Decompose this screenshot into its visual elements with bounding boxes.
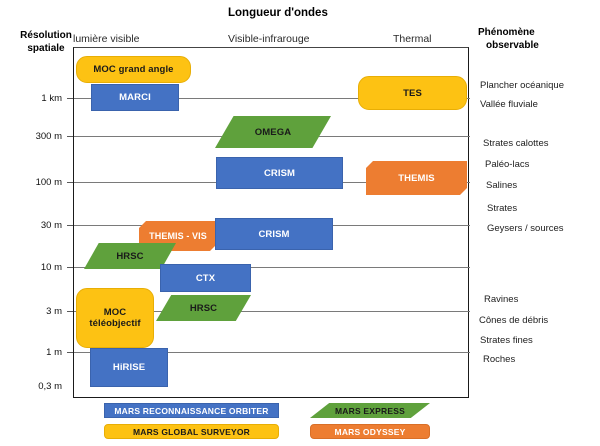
instrument-label: HiRISE bbox=[112, 362, 146, 373]
legend-label: MARS GLOBAL SURVEYOR bbox=[132, 426, 251, 437]
phenomenon-strates: Strates bbox=[487, 203, 518, 214]
instrument-themis[interactable]: THEMIS bbox=[366, 161, 467, 195]
gridline-10m bbox=[74, 267, 470, 268]
instrument-label: THEMIS - VIS bbox=[149, 230, 207, 241]
y-tick-mark-300m bbox=[67, 136, 73, 137]
instrument-label: CTX bbox=[195, 272, 216, 284]
y-tick-mark-1km bbox=[67, 98, 73, 99]
instrument-moc-grand-angle[interactable]: MOC grand angle bbox=[76, 56, 191, 83]
phenomenon-strates-calottes: Strates calottes bbox=[483, 138, 549, 149]
column-header-visible-infrared: Visible-infrarouge bbox=[228, 33, 310, 45]
instrument-hirise[interactable]: HiRISE bbox=[90, 348, 168, 387]
legend-label: MARS ODYSSEY bbox=[334, 426, 406, 437]
phenomenon-ravines: Ravines bbox=[484, 294, 519, 305]
right-header-line2: observable bbox=[486, 40, 539, 51]
instrument-moc-teleobjectif[interactable]: MOC téléobjectif bbox=[76, 288, 154, 348]
instrument-omega[interactable]: OMEGA bbox=[215, 116, 331, 148]
gridline-1km bbox=[74, 98, 470, 99]
y-tick-label-30m: 30 m bbox=[40, 220, 62, 231]
gridline-1m bbox=[74, 352, 470, 353]
phenomenon-plancher-oceanique: Plancher océanique bbox=[480, 80, 564, 91]
instrument-hrsc-lower[interactable]: HRSC bbox=[156, 295, 251, 321]
phenomenon-roches: Roches bbox=[483, 354, 516, 365]
instrument-label-line2: téléobjectif bbox=[89, 318, 141, 329]
instrument-crism-lower[interactable]: CRISM bbox=[215, 218, 333, 250]
phenomenon-paleo-lacs: Paléo-lacs bbox=[485, 159, 530, 170]
y-tick-mark-10m bbox=[67, 267, 73, 268]
y-tick-label-300m: 300 m bbox=[35, 131, 62, 142]
phenomenon-cones-de-debris: Cônes de débris bbox=[479, 315, 549, 326]
y-tick-mark-30m bbox=[67, 225, 73, 226]
legend-item-mars-express[interactable]: MARS EXPRESS bbox=[310, 403, 430, 418]
right-header-line1: Phénomène bbox=[478, 27, 535, 38]
instrument-label: HRSC bbox=[116, 250, 144, 262]
instrument-label: THEMIS bbox=[398, 172, 435, 184]
instrument-tes[interactable]: TES bbox=[358, 76, 467, 110]
y-tick-mark-3m bbox=[67, 311, 73, 312]
instrument-crism-upper[interactable]: CRISM bbox=[216, 157, 343, 189]
instrument-label: CRISM bbox=[263, 167, 296, 179]
y-tick-label-3m: 3 m bbox=[46, 306, 62, 317]
y-axis-title-line1: Résolution bbox=[20, 30, 72, 41]
instrument-label: CRISM bbox=[258, 228, 290, 240]
instrument-label: MOC grand angle bbox=[93, 64, 174, 75]
instrument-label: OMEGA bbox=[254, 126, 292, 138]
instrument-label: TES bbox=[403, 87, 422, 99]
instrument-marci[interactable]: MARCI bbox=[91, 84, 179, 111]
y-tick-mark-100m bbox=[67, 182, 73, 183]
chart-title: Longueur d'ondes bbox=[228, 7, 328, 19]
y-axis-title-line2: spatiale bbox=[27, 43, 65, 54]
phenomenon-strates-fines: Strates fines bbox=[480, 335, 533, 346]
legend-label: MARS EXPRESS bbox=[335, 405, 405, 416]
legend-item-mars-reconnaissance-orbiter[interactable]: MARS RECONNAISSANCE ORBITER bbox=[104, 403, 279, 418]
instrument-label: HRSC bbox=[189, 302, 218, 314]
instrument-label-line1: MOC bbox=[103, 307, 127, 318]
phenomenon-geysers-sources: Geysers / sources bbox=[487, 223, 564, 234]
y-tick-label-03m: 0,3 m bbox=[38, 381, 62, 392]
legend-item-mars-global-surveyor[interactable]: MARS GLOBAL SURVEYOR bbox=[104, 424, 279, 439]
instrument-label: MARCI bbox=[119, 92, 151, 103]
phenomenon-salines: Salines bbox=[486, 180, 518, 191]
column-header-thermal: Thermal bbox=[393, 33, 432, 45]
column-header-visible: lumière visible bbox=[73, 33, 140, 45]
legend-item-mars-odyssey[interactable]: MARS ODYSSEY bbox=[310, 424, 430, 439]
gridline-3m bbox=[74, 311, 470, 312]
legend-label: MARS RECONNAISSANCE ORBITER bbox=[114, 405, 269, 416]
y-tick-label-1m: 1 m bbox=[46, 347, 62, 358]
y-tick-mark-1m bbox=[67, 352, 73, 353]
y-tick-label-100m: 100 m bbox=[35, 177, 62, 188]
phenomenon-vallee-fluviale: Vallée fluviale bbox=[480, 99, 538, 110]
instrument-ctx[interactable]: CTX bbox=[160, 264, 251, 292]
y-tick-label-1km: 1 km bbox=[41, 93, 62, 104]
y-tick-label-10m: 10 m bbox=[40, 262, 62, 273]
